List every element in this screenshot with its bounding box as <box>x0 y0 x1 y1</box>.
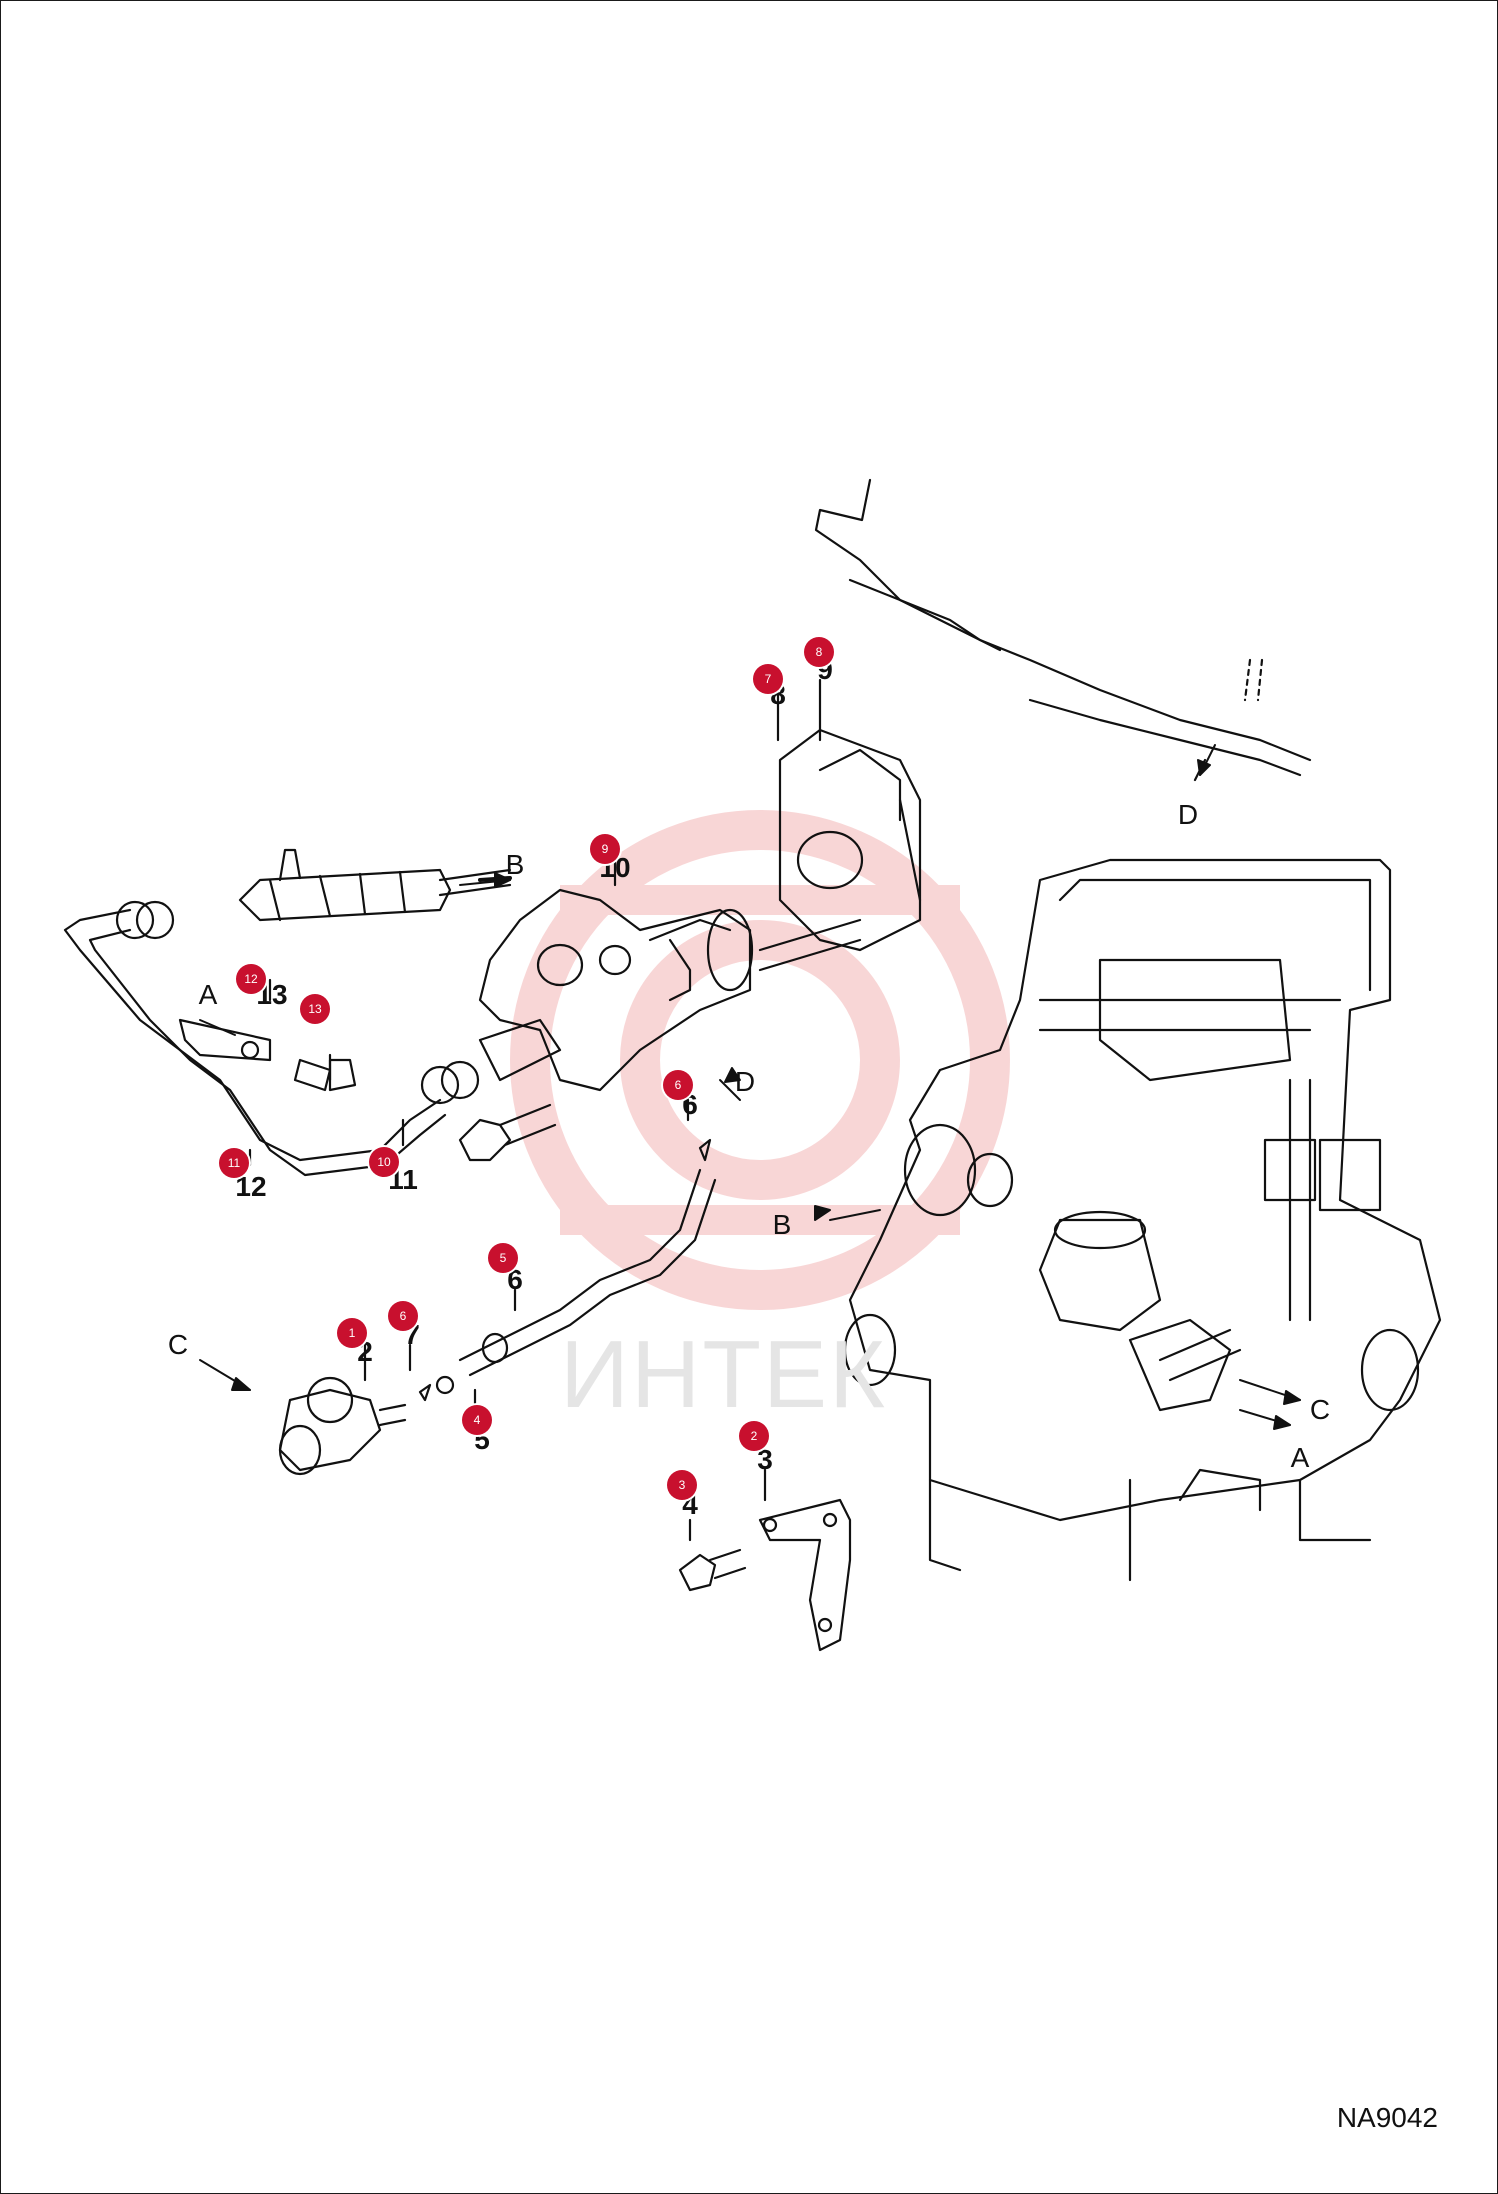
callout-8[interactable]: 8 <box>804 637 834 667</box>
callout-7[interactable]: 7 <box>753 664 783 694</box>
bracket-bolt <box>678 1548 747 1592</box>
ref-letter-c-engine: C <box>1309 1394 1331 1425</box>
pump-bolt <box>458 1103 557 1162</box>
ref-letter-d-cover: D <box>1177 799 1199 830</box>
engine-block <box>843 858 1442 1582</box>
clip-6b <box>418 1383 432 1402</box>
return-pipe <box>458 1168 702 1362</box>
ref-letter-b: B <box>505 849 525 880</box>
pipe-clamp <box>178 1018 272 1062</box>
watermark-text: ИНТЕК <box>560 1321 887 1428</box>
callout-9[interactable]: 9 <box>590 834 620 864</box>
callout-2[interactable]: 2 <box>739 1421 769 1451</box>
part-number-2: 3 <box>757 1444 773 1475</box>
clip-6a <box>698 1138 712 1162</box>
callout-1[interactable]: 1 <box>337 1318 367 1348</box>
cover-panel-outline <box>814 478 1312 762</box>
injection-pump <box>478 888 862 1092</box>
figure-code: NA9042 <box>1336 2102 1438 2133</box>
ref-letter-a-engine: A <box>1290 1442 1310 1473</box>
part-number-5: 6 <box>507 1264 523 1295</box>
callout-3[interactable]: 3 <box>667 1470 697 1500</box>
fuel-pipe <box>63 908 442 1162</box>
callout-4[interactable]: 4 <box>462 1405 492 1435</box>
ref-letter-c: C <box>167 1329 189 1360</box>
gear-logo-icon <box>510 810 1010 1310</box>
ref-letter-a: A <box>198 979 218 1010</box>
callout-10[interactable]: 10 <box>369 1147 399 1177</box>
ref-letter-d: D <box>734 1066 756 1097</box>
banjo-fitting <box>278 1376 407 1476</box>
bracket <box>758 1498 852 1652</box>
reference-arrows <box>199 744 1301 1430</box>
gasket <box>778 728 922 952</box>
callout-5[interactable]: 5 <box>488 1243 518 1273</box>
clamp-bolt <box>293 1058 357 1092</box>
callout-11[interactable]: 11 <box>219 1148 249 1178</box>
callout-13[interactable]: 13 <box>300 994 330 1024</box>
callout-12[interactable]: 12 <box>236 964 266 994</box>
callout-6-lower[interactable]: 6 <box>388 1301 418 1331</box>
callout-6-upper[interactable]: 6 <box>663 1070 693 1100</box>
ref-letter-b-engine: B <box>772 1209 792 1240</box>
